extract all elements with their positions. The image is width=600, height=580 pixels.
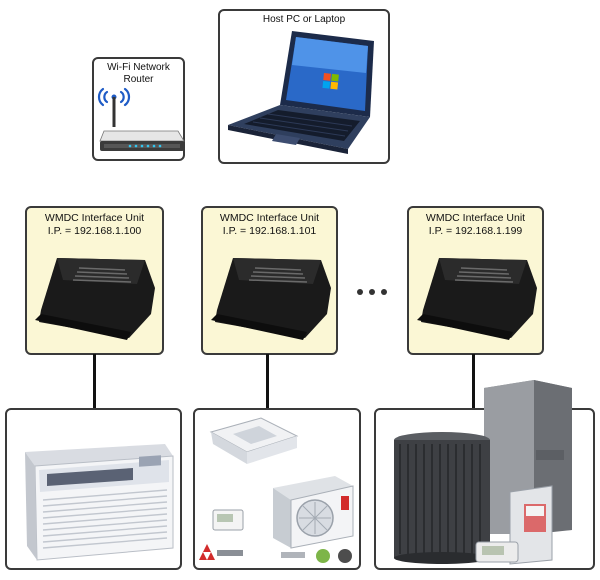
equipment-box-ptac — [5, 408, 182, 570]
interface-unit-1-device-icon — [35, 258, 155, 340]
interface-unit-1-title: WMDC Interface Unit — [44, 212, 145, 224]
interface-unit-1: WMDC Interface Unit I.P. = 192.168.1.100 — [25, 206, 164, 355]
host-pc-box: Host PC or Laptop — [218, 9, 390, 164]
connection-line-unit-2 — [266, 354, 269, 410]
connection-line-unit-1 — [93, 354, 96, 410]
more-units-ellipsis — [357, 282, 393, 300]
mini-split-system-image — [199, 417, 354, 563]
ellipsis-dot — [381, 289, 387, 295]
split-system-hvac-image — [394, 380, 572, 565]
interface-unit-2-device-icon — [211, 258, 331, 340]
router-box: Wi-Fi Network Router — [92, 57, 185, 161]
interface-unit-3: WMDC Interface Unit I.P. = 192.168.1.199 — [407, 206, 544, 355]
equipment-box-mini-split — [193, 408, 361, 570]
interface-unit-3-title: WMDC Interface Unit — [425, 212, 526, 224]
router-label-line1: Wi-Fi Network — [107, 62, 170, 73]
equipment-box-split-system — [374, 380, 595, 570]
interface-unit-2-ip: I.P. = 192.168.1.101 — [222, 225, 317, 237]
interface-unit-1-ip: I.P. = 192.168.1.100 — [47, 225, 142, 237]
router-label-line2: Router — [123, 74, 154, 85]
interface-unit-3-ip: I.P. = 192.168.1.199 — [428, 225, 523, 237]
laptop-icon — [228, 31, 374, 154]
interface-unit-2-title: WMDC Interface Unit — [219, 212, 320, 224]
ellipsis-dot — [357, 289, 363, 295]
connection-line-unit-3 — [472, 354, 475, 410]
interface-unit-2: WMDC Interface Unit I.P. = 192.168.1.101 — [201, 206, 338, 355]
ellipsis-dot — [369, 289, 375, 295]
interface-unit-3-device-icon — [417, 258, 537, 340]
ptac-air-conditioner-image — [25, 444, 174, 561]
router-icon — [97, 87, 185, 151]
host-pc-label: Host PC or Laptop — [262, 14, 346, 25]
